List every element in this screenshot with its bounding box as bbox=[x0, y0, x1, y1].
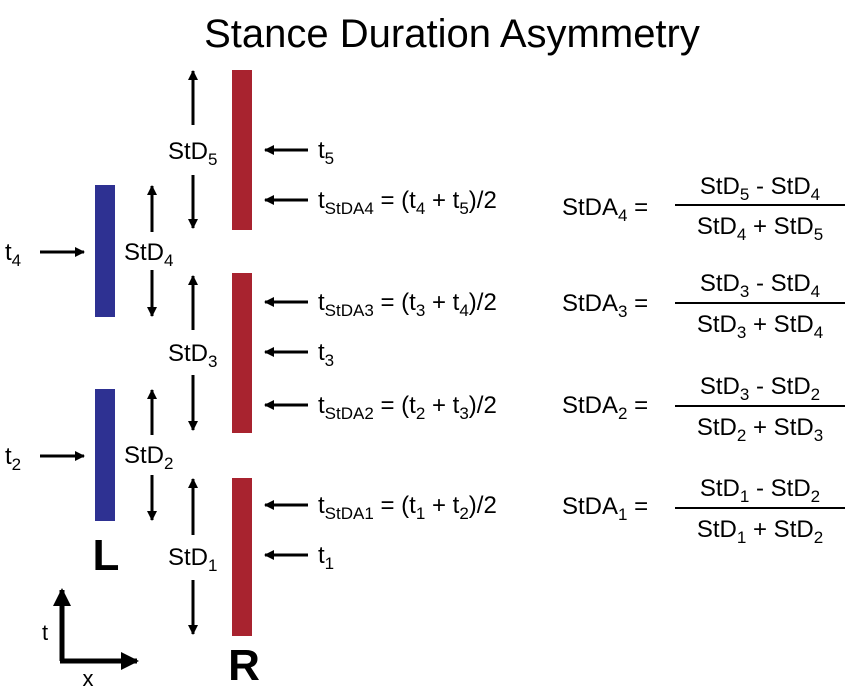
right-stance-bar-bottom bbox=[232, 478, 252, 636]
stda1-lhs: StDA1 = bbox=[562, 493, 648, 524]
t1-label: t1 bbox=[318, 542, 334, 573]
t2-label: t2 bbox=[5, 443, 21, 474]
tstda1-formula: tStDA1 = (t1 + t2)/2 bbox=[318, 492, 497, 523]
tstda3-formula: tStDA3 = (t3 + t4)/2 bbox=[318, 289, 497, 320]
stda4-numerator: StD5 - StD4 bbox=[700, 173, 820, 204]
t-axis-label: t bbox=[42, 620, 48, 645]
std1-label: StD1 bbox=[168, 544, 217, 575]
stda3-lhs: StDA3 = bbox=[562, 290, 648, 321]
std3-label: StD3 bbox=[168, 340, 217, 371]
left-stance-bar-lower bbox=[95, 389, 115, 521]
right-foot-label: R bbox=[228, 641, 260, 690]
stda3-denominator: StD3 + StD4 bbox=[697, 311, 823, 342]
stda1-numerator: StD1 - StD2 bbox=[700, 475, 820, 506]
stda3-numerator: StD3 - StD4 bbox=[700, 270, 820, 301]
tstda4-formula: tStDA4 = (t4 + t5)/2 bbox=[318, 187, 497, 218]
left-foot-label: L bbox=[93, 531, 120, 580]
std5-label: StD5 bbox=[168, 138, 217, 169]
t4-label: t4 bbox=[5, 239, 21, 270]
stda2-numerator: StD3 - StD2 bbox=[700, 373, 820, 404]
stda4-lhs: StDA4 = bbox=[562, 194, 648, 225]
left-stance-bar-upper bbox=[95, 185, 115, 317]
stda2-denominator: StD2 + StD3 bbox=[697, 414, 823, 445]
stda1-denominator: StD1 + StD2 bbox=[697, 516, 823, 547]
right-stance-bar-top bbox=[232, 70, 252, 230]
right-stance-bar-middle bbox=[232, 273, 252, 433]
diagram-title: Stance Duration Asymmetry bbox=[204, 12, 700, 56]
t3-label: t3 bbox=[318, 339, 334, 370]
t5-label: t5 bbox=[318, 137, 334, 168]
stda2-lhs: StDA2 = bbox=[562, 392, 648, 423]
std2-label: StD2 bbox=[124, 442, 173, 473]
std4-label: StD4 bbox=[124, 239, 173, 270]
x-axis-label: x bbox=[83, 666, 94, 691]
stda4-denominator: StD4 + StD5 bbox=[697, 213, 823, 244]
tstda2-formula: tStDA2 = (t2 + t3)/2 bbox=[318, 392, 497, 423]
